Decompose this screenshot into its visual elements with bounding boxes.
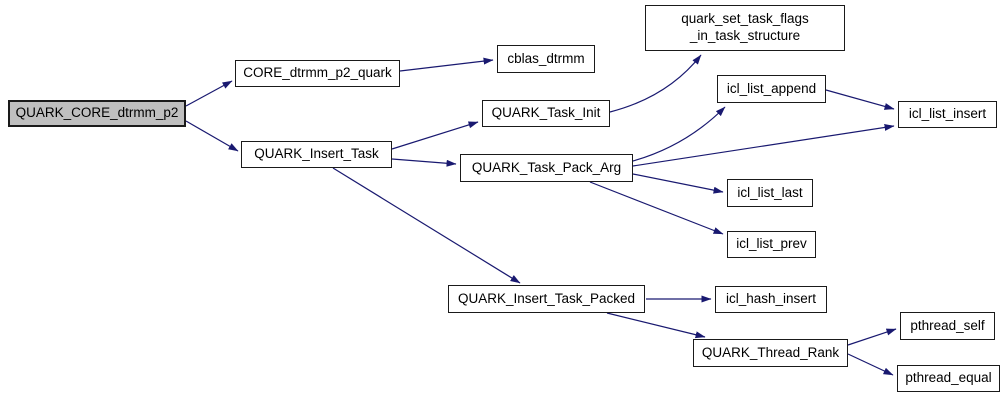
edge-quark-task-pack-arg--icl-list-prev bbox=[589, 181, 724, 235]
node-label: CORE_dtrmm_p2_quark bbox=[243, 65, 392, 81]
node-label: pthread_self bbox=[910, 317, 985, 333]
edge-quark-task-pack-arg--icl-list-last bbox=[632, 173, 724, 194]
node-label: icl_list_prev bbox=[736, 236, 807, 252]
node-pthread-self[interactable]: pthread_self bbox=[900, 312, 995, 340]
node-quark-insert-task[interactable]: QUARK_Insert_Task bbox=[241, 141, 392, 168]
node-icl-list-prev[interactable]: icl_list_prev bbox=[727, 231, 816, 258]
edge-quark-task-pack-arg--icl-list-append bbox=[632, 106, 726, 162]
edge-core-dtrmm-p2-quark--cblas-dtrmm bbox=[399, 57, 494, 72]
node-quark-task-pack-arg[interactable]: QUARK_Task_Pack_Arg bbox=[460, 154, 633, 182]
edge-quark-insert-task--quark-task-pack-arg bbox=[391, 158, 457, 167]
node-quark-set-task-flags-in-task-structure[interactable]: quark_set_task_flags _in_task_structure bbox=[645, 5, 845, 51]
edge-quark-core-dtrmm-p2--core-dtrmm-p2-quark bbox=[185, 80, 233, 107]
edge-quark-core-dtrmm-p2--quark-insert-task bbox=[185, 120, 239, 152]
node-label: icl_list_append bbox=[726, 80, 817, 96]
node-icl-list-insert[interactable]: icl_list_insert bbox=[898, 101, 997, 128]
node-label: QUARK_Task_Pack_Arg bbox=[471, 159, 622, 175]
node-quark-thread-rank[interactable]: QUARK_Thread_Rank bbox=[693, 339, 848, 367]
edge-quark-task-pack-arg--icl-list-insert bbox=[632, 123, 895, 167]
edge-quark-insert-task--quark-task-init bbox=[391, 121, 479, 150]
node-label: QUARK_Task_Init bbox=[491, 105, 601, 121]
edge-quark-thread-rank--pthread-self bbox=[847, 328, 897, 346]
edge-quark-insert-task--quark-insert-task-packed bbox=[332, 167, 521, 284]
node-label: QUARK_Insert_Task bbox=[254, 146, 379, 162]
node-label: pthread_equal bbox=[905, 370, 992, 386]
node-label: icl_hash_insert bbox=[725, 291, 817, 307]
node-core-dtrmm-p2-quark[interactable]: CORE_dtrmm_p2_quark bbox=[235, 60, 400, 87]
node-quark-task-init[interactable]: QUARK_Task_Init bbox=[482, 100, 610, 127]
node-icl-list-last[interactable]: icl_list_last bbox=[727, 179, 813, 207]
node-cblas-dtrmm[interactable]: cblas_dtrmm bbox=[497, 45, 595, 73]
node-quark-insert-task-packed[interactable]: QUARK_Insert_Task_Packed bbox=[448, 285, 645, 313]
node-label: icl_list_last bbox=[737, 184, 803, 200]
edge-quark-task-init--quark-set-task-flags-in-task-structure bbox=[609, 54, 702, 113]
node-label: QUARK_Insert_Task_Packed bbox=[457, 290, 636, 306]
node-label: QUARK_Thread_Rank bbox=[701, 344, 840, 360]
edge-icl-list-append--icl-list-insert bbox=[825, 89, 895, 110]
node-label: QUARK_CORE_dtrmm_p2 bbox=[15, 105, 179, 121]
node-label: cblas_dtrmm bbox=[507, 50, 585, 66]
node-pthread-equal[interactable]: pthread_equal bbox=[897, 365, 1000, 392]
node-quark-core-dtrmm-p2: QUARK_CORE_dtrmm_p2 bbox=[8, 100, 186, 127]
node-label: icl_list_insert bbox=[908, 106, 987, 122]
edge-quark-thread-rank--pthread-equal bbox=[847, 353, 894, 376]
node-icl-hash-insert[interactable]: icl_hash_insert bbox=[715, 286, 827, 313]
node-icl-list-append[interactable]: icl_list_append bbox=[717, 75, 826, 103]
edge-quark-insert-task-packed--quark-thread-rank bbox=[606, 312, 706, 339]
node-label: quark_set_task_flags _in_task_structure bbox=[681, 11, 809, 43]
